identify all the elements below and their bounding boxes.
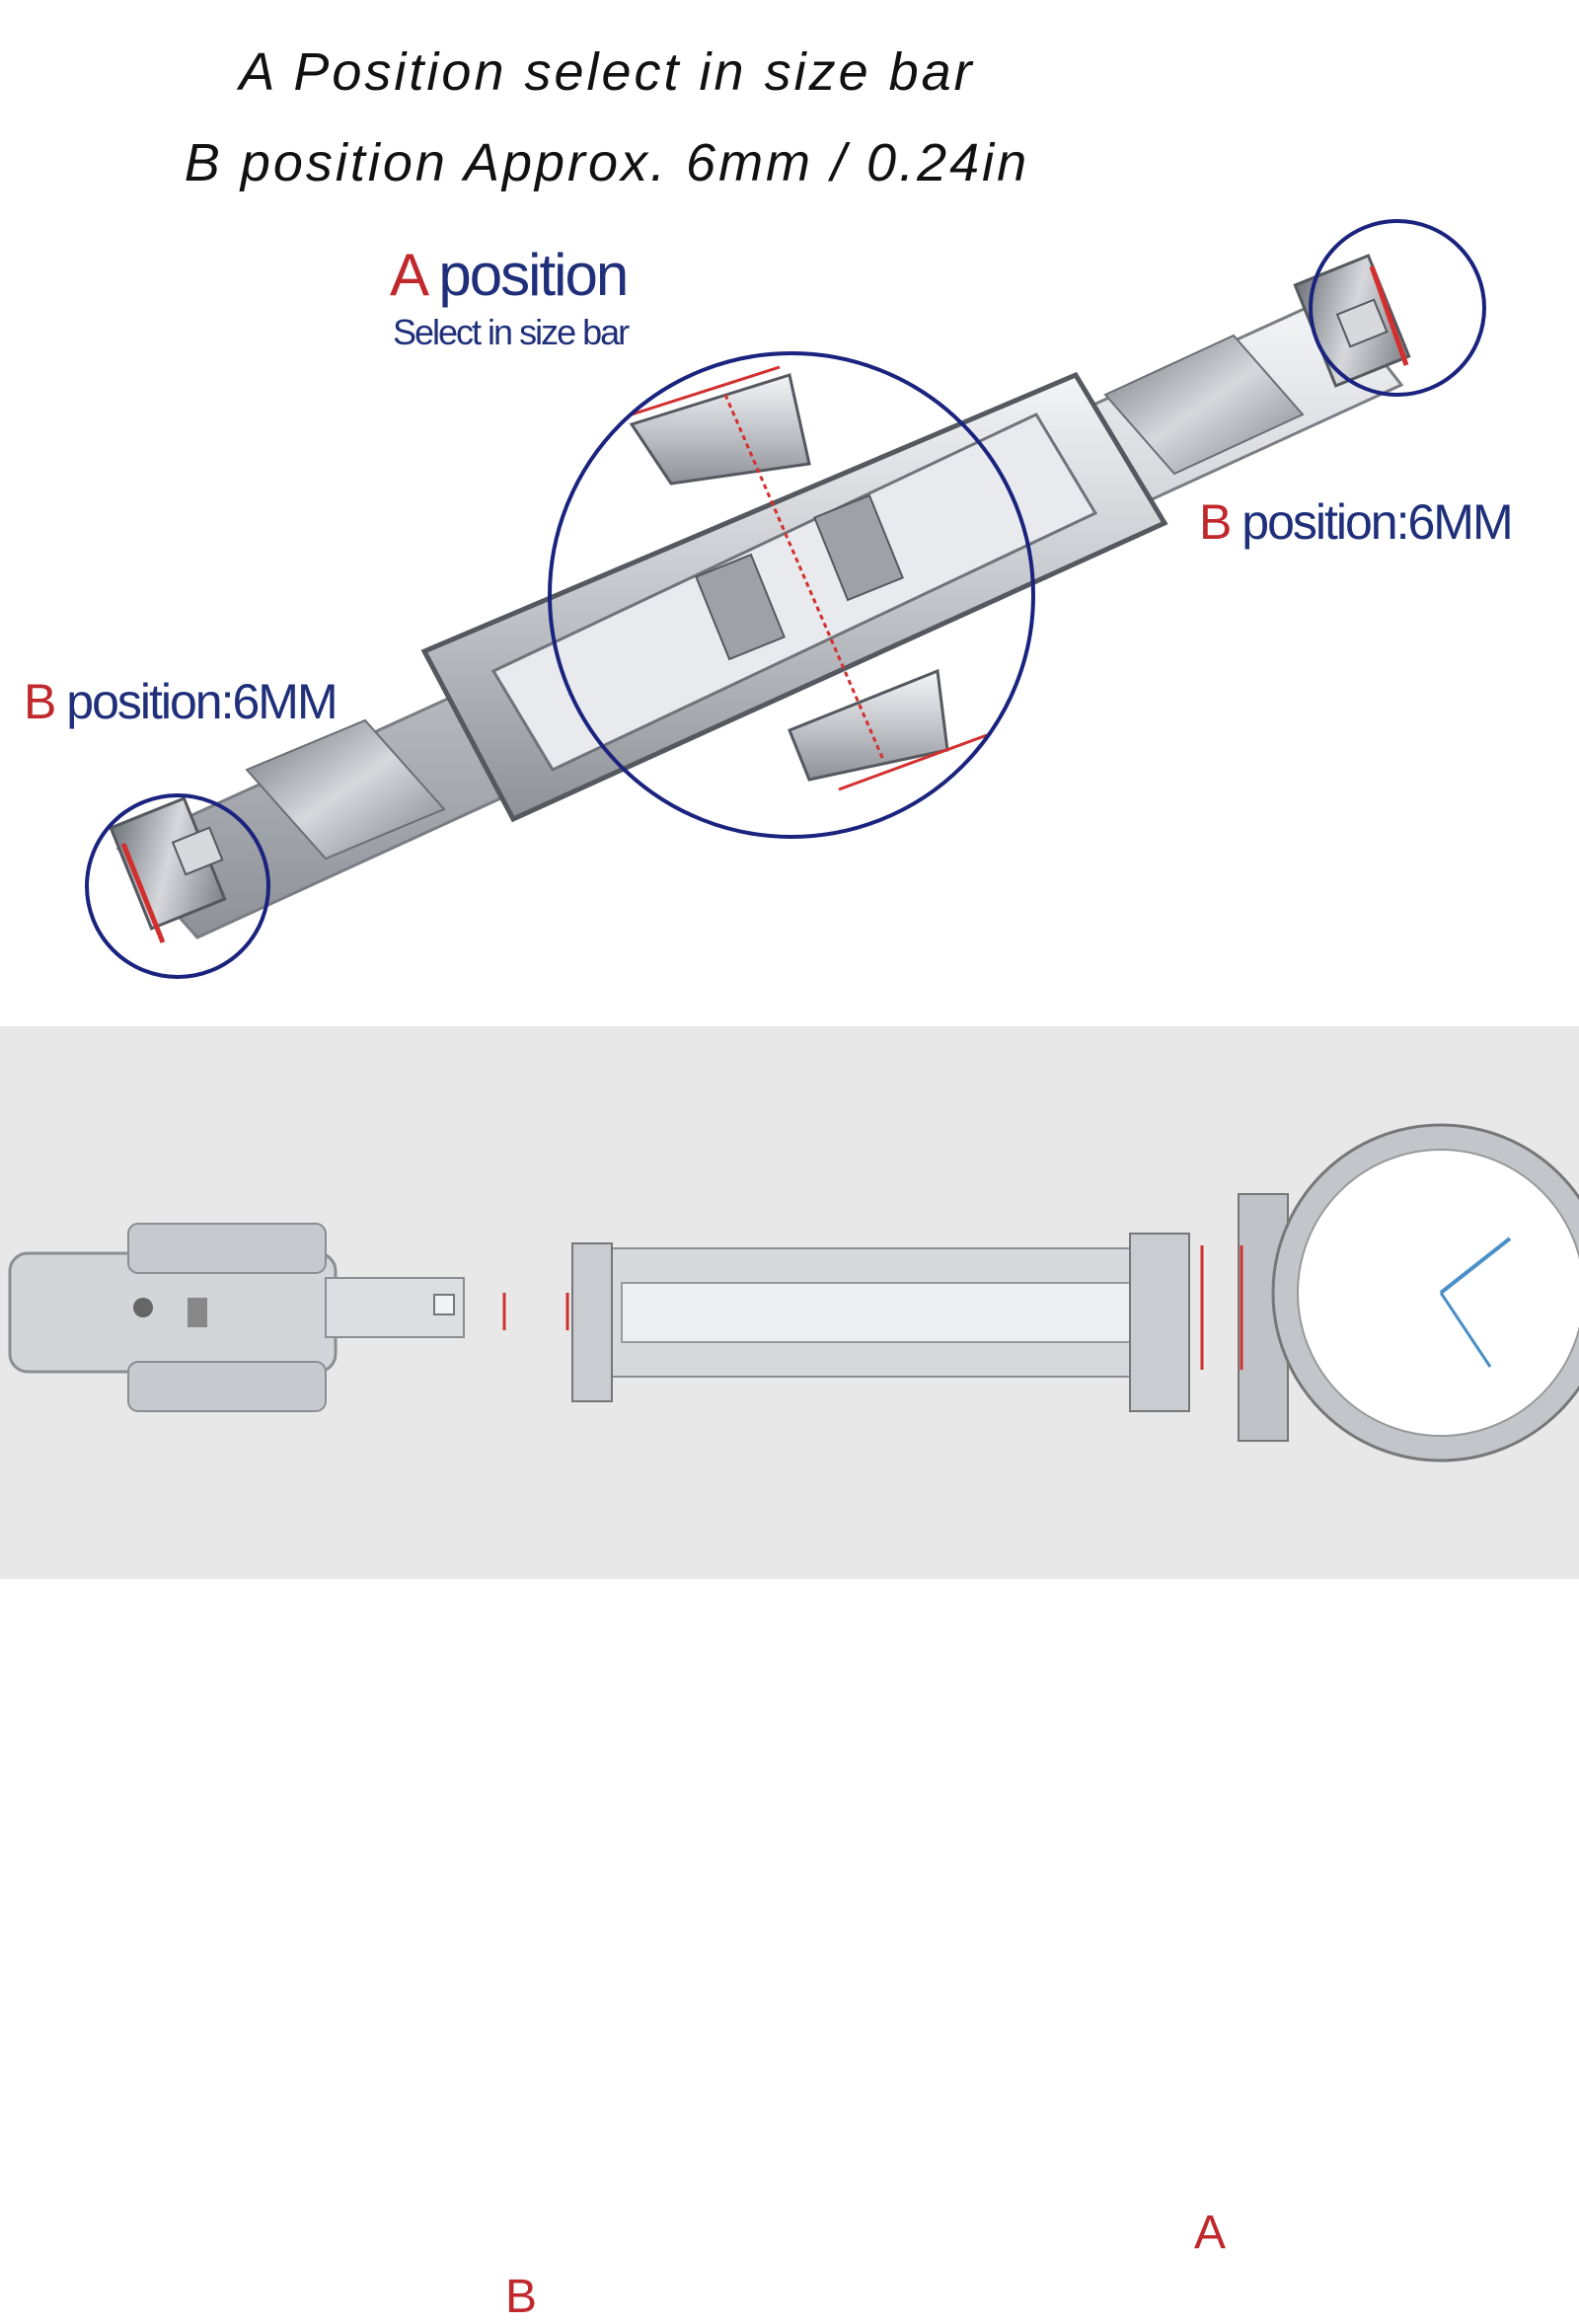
b-left-text: position:6MM — [66, 674, 338, 729]
clasp-illustration — [85, 219, 1486, 979]
bottom-b-label: B — [505, 2271, 538, 2323]
a-position-word: position — [438, 242, 629, 308]
a-position-letter: A — [390, 242, 426, 308]
bottom-a-label: A — [1194, 2207, 1227, 2259]
left-end-window — [171, 826, 224, 876]
clasp-body — [420, 371, 1168, 823]
a-bottom-marker — [838, 733, 988, 791]
bracelet-links — [571, 1233, 1190, 1412]
top-diagram-area: A Position select in size bar B position… — [0, 0, 1579, 1026]
b-right-text: position:6MM — [1241, 494, 1513, 550]
b-right-highlight-circle — [1309, 219, 1486, 397]
a-position-label: A position — [390, 241, 629, 309]
bottom-diagram-area: A B — [0, 1026, 1579, 2323]
watch-band-illustration — [8, 1123, 1579, 1462]
b-left-highlight-circle — [85, 793, 270, 979]
b-position-right-label: B position:6MM — [1199, 493, 1514, 551]
b-right-marker — [1369, 265, 1409, 366]
watch-head — [1238, 1123, 1579, 1462]
b-left-marker — [120, 843, 166, 943]
a-position-highlight-circle — [548, 351, 1035, 839]
a-top-marker — [631, 365, 781, 416]
clasp-side-view — [8, 1223, 465, 1412]
headline-line-2: B position Approx. 6mm / 0.24in — [184, 133, 1030, 192]
bottom-dimension-markers — [502, 1245, 1243, 1370]
b-right-letter: B — [1199, 494, 1232, 550]
headline-line-1: A Position select in size bar — [239, 42, 975, 102]
b-left-letter: B — [24, 674, 56, 729]
right-end-window — [1335, 298, 1389, 348]
b-position-left-label: B position:6MM — [24, 673, 338, 730]
a-measure-line — [723, 394, 885, 761]
a-position-sublabel: Select in size bar — [393, 312, 630, 352]
